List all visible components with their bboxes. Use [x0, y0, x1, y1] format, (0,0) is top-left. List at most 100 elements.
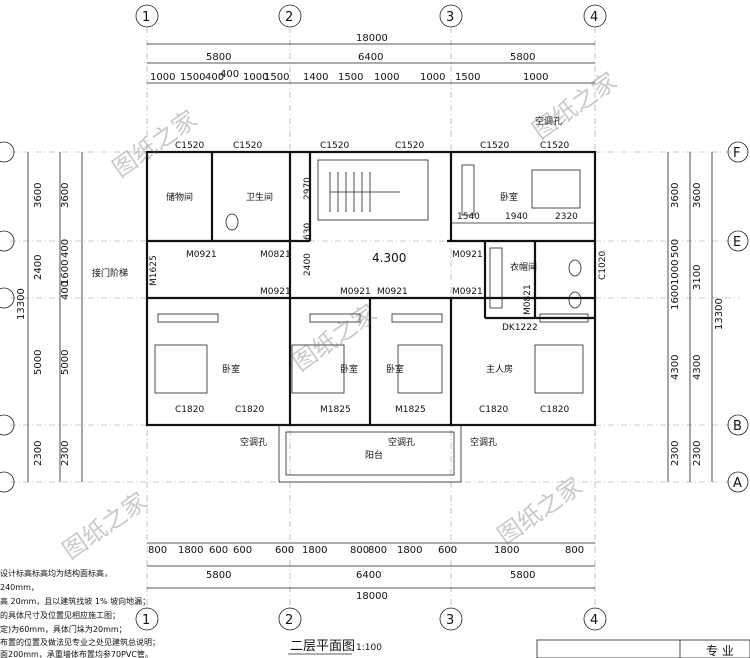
note-4: 的具体尺寸及位置见相应施工图；	[0, 610, 120, 620]
door-mid-6: M0921	[377, 287, 408, 297]
room-balcony: 阳台	[365, 449, 383, 461]
door-mid-5: M0921	[340, 287, 371, 297]
door-side-1: M1625	[149, 255, 159, 286]
bed-icon	[534, 344, 584, 394]
win-bot-1: C1820	[175, 405, 204, 415]
stair	[317, 159, 429, 221]
dim-top-d2: 1500	[180, 72, 205, 83]
room-bathroom: 卫生间	[246, 191, 273, 203]
note-7: 面200mm，承重墙体布置均参70PVC管。	[0, 649, 153, 658]
drawing-scale: 1:100	[356, 643, 382, 653]
ac-label-2: 空调孔	[388, 436, 415, 448]
door-side-3: DK1222	[502, 323, 538, 333]
ac-labels: 空调孔 空调孔 空调孔 空调孔	[240, 115, 562, 448]
dim-int-6: 2320	[555, 212, 578, 222]
dim-top-d6: 1500	[264, 72, 289, 83]
win-side-1: C1020	[598, 251, 608, 280]
ac-label-1: 空调孔	[240, 436, 267, 448]
note-5: 定)为60mm，具体门垛为20mm；	[0, 624, 127, 634]
dim-top-d9: 1000	[374, 72, 399, 83]
bed-icon	[291, 344, 345, 394]
axis-2-top: 2	[285, 10, 293, 25]
watermark-3: 图纸之家	[287, 299, 382, 377]
dim-top-d1: 1000	[150, 72, 175, 83]
dim-left-i6: 2300	[60, 441, 71, 466]
walls	[145, 150, 597, 483]
axis-A: A	[733, 476, 742, 491]
dim-bot-d6: 1800	[302, 545, 327, 556]
door-mid-3: M0921	[452, 250, 483, 260]
axis-F: F	[733, 146, 740, 161]
ac-label-3: 空调孔	[470, 436, 497, 448]
win-top-1: C1520	[175, 141, 204, 151]
titleblock-label: 专 业	[706, 643, 734, 658]
win-bot-4: C1820	[540, 405, 569, 415]
dim-right-i3: 1000	[670, 260, 681, 285]
dim-bot-span-3: 5800	[510, 570, 535, 581]
dim-left-o1: 3600	[33, 183, 44, 208]
dim-bot-d3: 600	[209, 545, 228, 556]
dim-top-d4: 400	[220, 69, 239, 80]
axis-bubbles-bottom: 1 2 3 4	[135, 607, 607, 631]
axis-1-top: 1	[142, 10, 150, 25]
beds	[154, 169, 589, 394]
title-block: 专 业	[536, 639, 750, 658]
elevation-mark: 4.300	[372, 251, 406, 265]
dim-right-i4: 1600	[670, 285, 681, 310]
axis-E: E	[733, 235, 741, 250]
dim-top-d5: 1000	[243, 72, 268, 83]
dim-top-d3: 400	[205, 72, 224, 83]
room-labels: 储物间 卫生间 卧室 衣帽间 卧室 卧室 卧室 主人房 阳台 接门阶梯	[92, 191, 537, 461]
door-mid-1: M0921	[186, 250, 217, 260]
dim-bot-d8: 800	[368, 545, 387, 556]
dim-bot-d12: 800	[565, 545, 584, 556]
bed-icon	[531, 169, 581, 209]
top-dimensions: 18000 5800 6400 5800 1000 1500 400 400 1…	[147, 33, 595, 84]
notes: 设计标高标高均为结构面标高， 240mm， 高 20mm，且以建筑找坡 1% 坡…	[0, 568, 160, 658]
dim-left-total: 13300	[16, 288, 27, 320]
fixtures	[225, 164, 582, 309]
dim-left-o4: 2300	[33, 441, 44, 466]
dim-left-i4: 400	[60, 281, 71, 300]
dim-int-5: 1940	[505, 212, 528, 222]
room-closet: 衣帽间	[510, 261, 537, 273]
door-mid-7: M0921	[452, 287, 483, 297]
dim-bot-d7: 800	[350, 545, 369, 556]
dim-bot-span-2: 6400	[356, 570, 381, 581]
dim-bot-d9: 1800	[397, 545, 422, 556]
toilet-icon	[568, 259, 582, 277]
dim-bot-d5: 600	[275, 545, 294, 556]
win-top-4: C1520	[395, 141, 424, 151]
ac-label-top: 空调孔	[535, 115, 562, 127]
dim-top-d12: 1000	[523, 72, 548, 83]
dim-top-d10: 1000	[420, 72, 445, 83]
room-bedroom-sw: 卧室	[222, 363, 240, 375]
dim-right-i1: 3600	[670, 183, 681, 208]
dim-left-o3: 5000	[33, 350, 44, 375]
dim-right-i2: 500	[670, 239, 681, 258]
room-bedroom-s3: 卧室	[386, 363, 404, 375]
door-bot-1: M1825	[320, 405, 351, 415]
axis-3-top: 3	[446, 10, 454, 25]
axis-bubbles-top: 1 2 3 4	[135, 4, 607, 28]
dim-int-3: 2400	[303, 253, 313, 276]
axis-4-top: 4	[590, 10, 598, 25]
dim-left-i5: 5000	[60, 350, 71, 375]
drawing-title: 二层平面图 1:100	[288, 639, 382, 655]
dim-top-d8: 1500	[338, 72, 363, 83]
dim-bot-total: 18000	[356, 591, 388, 602]
dim-top-d11: 1500	[455, 72, 480, 83]
dim-left-i2: 400	[60, 239, 71, 258]
dim-right-o3: 4300	[692, 355, 703, 380]
watermark-5: 图纸之家	[492, 472, 587, 550]
axis-B: B	[733, 419, 742, 434]
dim-right-o1: 3600	[692, 183, 703, 208]
right-dimensions: 3600 500 1000 1600 4300 2300 3600 3100 4…	[667, 152, 725, 482]
note-6: 布置的位置及做法见专业之处见建筑总说明；	[0, 637, 160, 647]
dim-left-i1: 3600	[60, 183, 71, 208]
dim-right-total: 13300	[714, 298, 725, 330]
bed-icon	[154, 344, 208, 394]
axis-bubbles-side: F E B A	[0, 141, 749, 493]
win-top-6: C1520	[540, 141, 569, 151]
basin-icon	[568, 291, 582, 309]
